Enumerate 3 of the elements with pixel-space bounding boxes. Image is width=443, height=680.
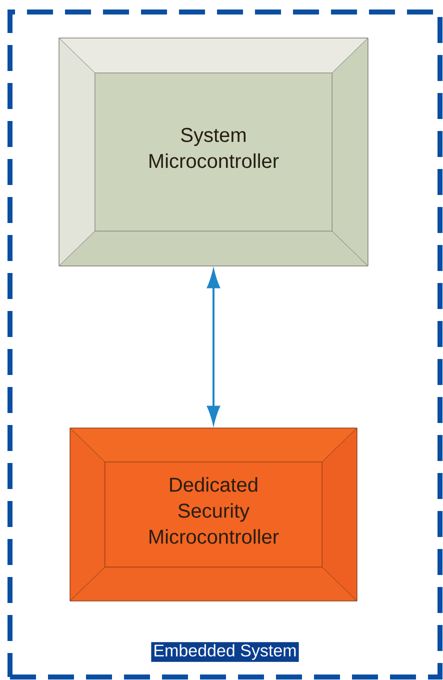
frame-label: Embedded System [151,642,299,662]
beveled-box: Dedicated Security Microcontroller [70,428,358,602]
beveled-box: System Microcontroller [58,38,368,266]
